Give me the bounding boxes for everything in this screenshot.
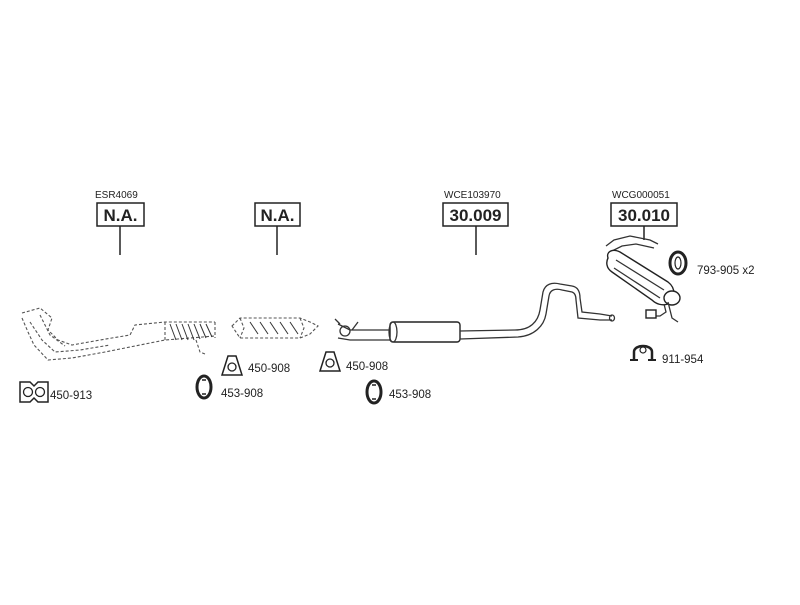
header-label: N.A. bbox=[104, 206, 138, 225]
tailpipe-tip bbox=[645, 309, 657, 319]
header-na[interactable]: N.A. bbox=[254, 202, 301, 255]
gasket-icon bbox=[220, 355, 244, 376]
header-label: N.A. bbox=[261, 206, 295, 225]
rear-silencer-drawing[interactable] bbox=[605, 235, 681, 323]
clamp-icon bbox=[632, 344, 654, 360]
clamp-part[interactable]: 911-954 bbox=[630, 344, 704, 366]
header-esr[interactable]: ESR4069 N.A. bbox=[95, 190, 145, 255]
hanger-icon bbox=[195, 374, 213, 400]
catalyst-drawing[interactable] bbox=[231, 317, 319, 339]
hanger-b-part[interactable]: 453-908 bbox=[365, 379, 431, 405]
part-number: 450-908 bbox=[248, 363, 290, 375]
gasket-front-part[interactable]: 450-913 bbox=[19, 381, 92, 403]
gasket-icon bbox=[19, 381, 49, 403]
part-number: 911-954 bbox=[662, 354, 704, 366]
part-number: 453-908 bbox=[221, 388, 263, 400]
header-code: WCG000051 bbox=[612, 190, 670, 201]
gasket-b-part[interactable]: 450-908 bbox=[318, 351, 388, 373]
front-pipe-drawing[interactable] bbox=[21, 307, 216, 361]
centre-silencer bbox=[389, 321, 461, 343]
hanger-icon bbox=[365, 379, 383, 405]
gasket-icon bbox=[318, 351, 342, 372]
rubber-ring-icon bbox=[668, 250, 688, 276]
part-number: 450-908 bbox=[346, 361, 388, 373]
header-label: 30.010 bbox=[618, 206, 670, 225]
middle-silencer-drawing[interactable] bbox=[334, 282, 616, 343]
rubber-ring-part[interactable]: 793-905 x2 bbox=[668, 250, 755, 277]
catalyst-hatch bbox=[249, 321, 299, 335]
part-number: 793-905 x2 bbox=[697, 265, 755, 277]
header-code: ESR4069 bbox=[95, 190, 138, 201]
header-label: 30.009 bbox=[450, 206, 502, 225]
pipe-hatch bbox=[169, 323, 213, 341]
header-code: WCE103970 bbox=[444, 190, 501, 201]
header-wce[interactable]: WCE103970 30.009 bbox=[442, 190, 509, 255]
pipe-flange bbox=[339, 325, 351, 337]
gasket-a-part[interactable]: 450-908 bbox=[220, 355, 290, 376]
part-number: 450-913 bbox=[50, 390, 92, 402]
hanger-a-part[interactable]: 453-908 bbox=[195, 374, 263, 400]
part-number: 453-908 bbox=[389, 389, 431, 401]
header-wcg[interactable]: WCG000051 30.010 bbox=[610, 190, 678, 240]
